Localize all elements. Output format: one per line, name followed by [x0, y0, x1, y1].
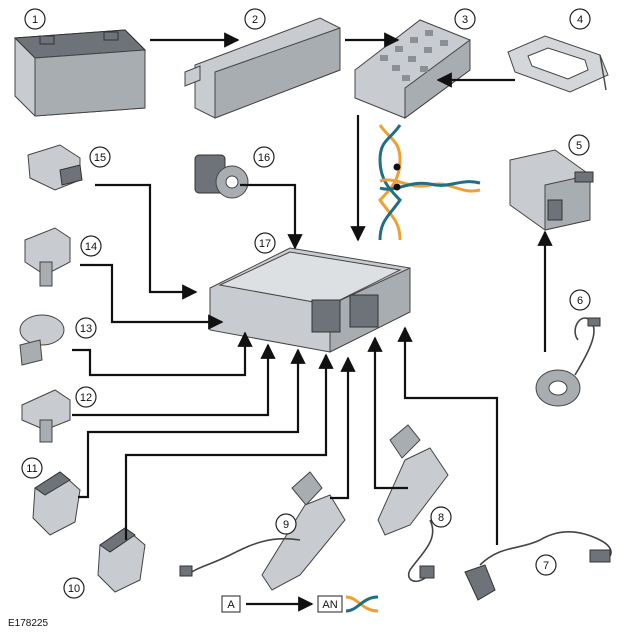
callout-15: 15	[89, 146, 111, 168]
arrow-8-to-17	[367, 336, 408, 490]
callout-4: 4	[569, 8, 591, 30]
callout-10: 10	[63, 577, 85, 599]
callout-7: 7	[535, 554, 557, 576]
svg-text:14: 14	[85, 241, 97, 253]
arrow-7-to-17	[397, 326, 499, 545]
seat-belt-buckle-8-part	[377, 424, 449, 582]
callout-6: 6	[569, 289, 591, 311]
restraints-control-module-part	[209, 247, 411, 353]
callout-16: 16	[253, 146, 275, 168]
legend-from-box	[221, 595, 241, 613]
legend-to-label: AN	[322, 599, 337, 611]
clockspring-part	[535, 317, 601, 407]
connections	[72, 32, 553, 545]
arrow-13-to-17	[72, 331, 253, 377]
svg-text:16: 16	[258, 152, 270, 164]
svg-text:15: 15	[94, 152, 106, 164]
impact-sensor-15-part	[27, 144, 83, 191]
arrow-9-to-17	[330, 356, 356, 500]
arrow-11-to-17	[78, 348, 306, 499]
switch-16-part	[194, 154, 249, 199]
svg-text:1: 1	[32, 14, 38, 26]
arrow-12-to-17	[72, 343, 276, 417]
battery-part	[13, 29, 147, 117]
callout-13: 13	[75, 317, 97, 339]
legend-to-box	[317, 595, 343, 613]
svg-text:5: 5	[576, 140, 582, 152]
callout-11: 11	[21, 457, 43, 479]
crash-sensor-11-part	[32, 471, 81, 536]
svg-text:3: 3	[462, 14, 468, 26]
wire-colour-symbol	[378, 124, 481, 241]
svg-text:9: 9	[283, 519, 289, 531]
callout-5: 5	[568, 134, 590, 156]
callout-2: 2	[244, 8, 266, 30]
sensor-module-part	[509, 149, 594, 231]
callout-12: 12	[75, 386, 97, 408]
svg-text:7: 7	[543, 560, 549, 572]
callout-8: 8	[430, 506, 452, 528]
callout-17: 17	[254, 232, 276, 254]
svg-text:4: 4	[577, 14, 583, 26]
figure-code: E178225	[8, 618, 48, 629]
svg-text:17: 17	[259, 238, 271, 250]
svg-text:8: 8	[438, 512, 444, 524]
svg-text:13: 13	[80, 323, 92, 335]
impact-sensor-12-part	[21, 389, 71, 443]
svg-text:2: 2	[252, 14, 258, 26]
arrow-16-to-17	[240, 183, 303, 250]
callout-14: 14	[80, 235, 102, 257]
callout-3: 3	[454, 8, 476, 30]
legend: A AN	[221, 595, 379, 613]
callout-1: 1	[24, 8, 46, 30]
fuse-box-part	[354, 19, 471, 119]
svg-text:11: 11	[26, 463, 37, 475]
legend-teal-wire	[345, 595, 379, 613]
arrow-15-to-17	[95, 183, 198, 300]
arrow-14-to-17	[80, 263, 224, 330]
arrow-10-to-17	[124, 353, 334, 540]
svg-text:10: 10	[68, 583, 80, 595]
seat-belt-buckle-9-part	[179, 471, 346, 591]
svg-text:12: 12	[80, 392, 92, 404]
impact-sensor-14-part	[24, 227, 71, 287]
body-control-module-part	[184, 17, 341, 119]
callout-9: 9	[275, 513, 297, 535]
crash-sensor-10-part	[97, 527, 146, 593]
mounting-bracket-part	[507, 35, 609, 93]
svg-text:6: 6	[577, 295, 583, 307]
impact-sensor-13-part	[19, 314, 65, 366]
legend-from-label: A	[227, 599, 235, 611]
harness-7-part	[464, 530, 612, 601]
callouts: 1 2 3 4 5 6 7 8 9 10 11 12 13 14 15 16 1…	[21, 8, 591, 599]
